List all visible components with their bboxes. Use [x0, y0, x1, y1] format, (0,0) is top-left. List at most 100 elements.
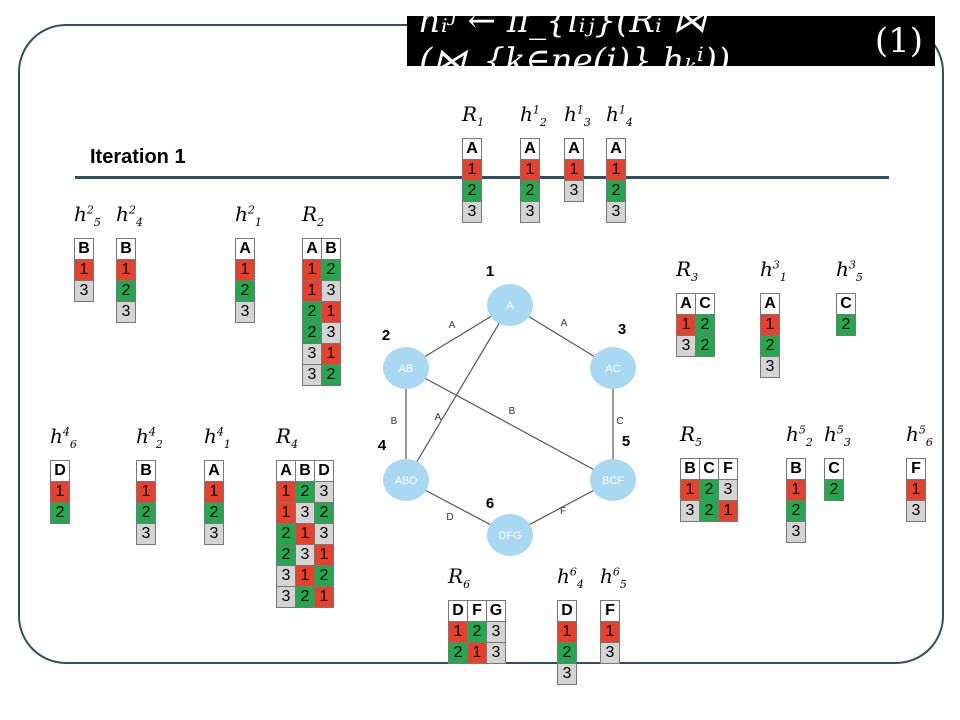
h5-3-label: h35 — [836, 257, 863, 284]
column-header: B — [321, 238, 341, 260]
node-label: ABD — [395, 475, 418, 487]
column-header: B — [786, 458, 806, 480]
node-index: 2 — [382, 327, 390, 344]
table-cell: 2 — [462, 180, 482, 202]
table-cell: 2 — [321, 364, 341, 386]
table-cell: 3 — [74, 280, 94, 302]
table-row: 2 — [462, 180, 482, 202]
column-header: D — [557, 600, 577, 622]
table-cell: 3 — [314, 481, 334, 503]
slide-frame — [18, 24, 944, 664]
table-cell: 1 — [314, 586, 334, 608]
h3-5-label: h53 — [824, 422, 851, 449]
column-header: C — [836, 293, 856, 315]
column-header: B — [136, 460, 156, 482]
table-cell: 2 — [295, 481, 315, 503]
column-header: B — [680, 458, 700, 480]
table-cell: 3 — [295, 502, 315, 524]
formula-number: (1) — [874, 21, 923, 61]
h6-4-label: h46 — [50, 424, 77, 451]
table-cell: 2 — [448, 642, 468, 664]
R4-label: R4 — [276, 424, 299, 451]
table-cell: 2 — [302, 322, 322, 344]
table-cell: 3 — [136, 523, 156, 545]
table-cell: 2 — [136, 502, 156, 524]
table-cell: 1 — [676, 314, 696, 336]
h4-6-label: h64 — [557, 564, 584, 591]
table-cell: 3 — [321, 322, 341, 344]
table-cell: 1 — [786, 479, 806, 501]
R1-label: R1 — [462, 102, 485, 129]
table-row: 3 — [786, 521, 806, 543]
table-cell: 2 — [235, 280, 255, 302]
table-cell: 3 — [486, 621, 506, 643]
table-cell: 3 — [314, 523, 334, 545]
table-row: 3 — [235, 301, 255, 323]
graph-edge-2-5 — [405, 367, 614, 481]
h2-5-label: h52 — [786, 422, 813, 449]
node-label: A — [506, 300, 514, 312]
column-header: A — [204, 460, 224, 482]
column-header: B — [116, 238, 136, 260]
column-header: C — [699, 458, 719, 480]
column-header: F — [467, 600, 487, 622]
table-row: 1 — [235, 259, 255, 281]
column-header: F — [718, 458, 738, 480]
table-cell: 1 — [116, 259, 136, 281]
h2-1-label: h12 — [520, 102, 547, 129]
table-row: 3 — [564, 180, 584, 202]
table-cell: 3 — [680, 500, 700, 522]
table-cell: 2 — [824, 479, 844, 501]
table-row: 3 — [74, 280, 94, 302]
table-cell: 1 — [564, 159, 584, 181]
table-row: 2 — [204, 502, 224, 524]
R3-label: R3 — [676, 257, 699, 284]
edge-label: F — [560, 506, 566, 517]
column-header: A — [606, 138, 626, 160]
table-row: 2 — [760, 335, 780, 357]
column-header: B — [295, 460, 315, 482]
table-cell: 3 — [906, 500, 926, 522]
table-cell: 2 — [314, 565, 334, 587]
h6-5-label: h56 — [906, 422, 933, 449]
column-header: A — [520, 138, 540, 160]
table-cell: 3 — [520, 201, 540, 223]
column-header: A — [760, 293, 780, 315]
node-index: 4 — [378, 437, 387, 454]
table-cell: 2 — [204, 502, 224, 524]
table-row: 1 — [557, 621, 577, 643]
table-cell: 3 — [276, 586, 296, 608]
R2-label: R2 — [302, 202, 325, 229]
table-row: 2 — [836, 314, 856, 336]
table-cell: 2 — [760, 335, 780, 357]
table-row: 3 — [906, 500, 926, 522]
h2-4-label: h42 — [136, 424, 163, 451]
table-cell: 2 — [116, 280, 136, 302]
edge-label: C — [616, 416, 623, 427]
column-header: A — [564, 138, 584, 160]
table-cell: 1 — [760, 314, 780, 336]
h4-2-label: h24 — [116, 202, 143, 229]
table-cell: 3 — [295, 544, 315, 566]
table-cell: 3 — [302, 343, 322, 365]
